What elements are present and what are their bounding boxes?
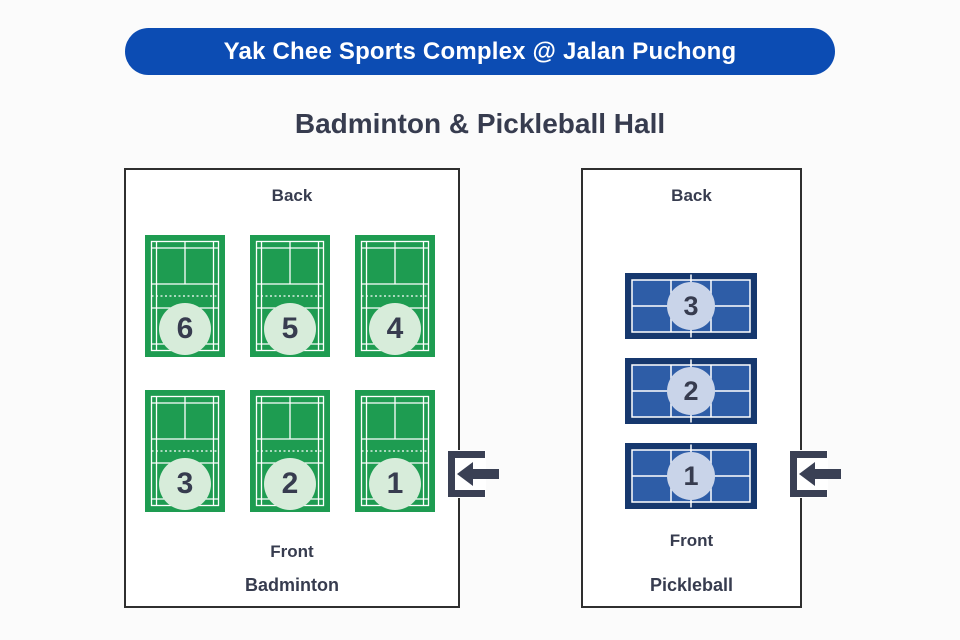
pickleball-hall-outline: Back 3 <box>581 168 802 608</box>
pickleball-courts-stack: 3 2 <box>625 273 757 509</box>
complex-title-banner: Yak Chee Sports Complex @ Jalan Puchong <box>125 28 835 75</box>
complex-title: Yak Chee Sports Complex @ Jalan Puchong <box>223 37 737 65</box>
pickleball-court-1: 1 <box>625 443 757 509</box>
court-number: 5 <box>281 312 299 345</box>
court-number: 2 <box>683 375 699 406</box>
page-title: Badminton & Pickleball Hall <box>294 108 666 139</box>
pickleball-court-3: 3 <box>625 273 757 339</box>
court-number: 4 <box>386 312 404 345</box>
court-number: 3 <box>176 467 194 500</box>
badminton-court-markings <box>355 235 435 357</box>
pickleball-back-label: Back <box>671 186 712 205</box>
badminton-front-label: Front <box>270 542 314 561</box>
badminton-court-2: 2 <box>250 390 330 512</box>
court-number-badge: 4 <box>369 303 421 355</box>
pickleball-hall-label: Pickleball <box>649 575 734 595</box>
badminton-court-4: 4 <box>355 235 435 357</box>
badminton-courts-grid: 6 5 <box>145 235 435 512</box>
court-number-badge: 3 <box>667 282 715 330</box>
badminton-back-label: Back <box>271 186 313 205</box>
court-number: 3 <box>683 290 699 321</box>
court-number-badge: 5 <box>264 303 316 355</box>
court-number-badge: 1 <box>369 458 421 510</box>
court-number-badge: 2 <box>667 367 715 415</box>
pickleball-court-2: 2 <box>625 358 757 424</box>
court-number: 1 <box>386 467 404 500</box>
pickleball-front-label: Front <box>669 531 714 550</box>
court-number-badge: 6 <box>159 303 211 355</box>
court-number-badge: 2 <box>264 458 316 510</box>
court-number-badge: 3 <box>159 458 211 510</box>
badminton-court-1: 1 <box>355 390 435 512</box>
badminton-court-3: 3 <box>145 390 225 512</box>
badminton-hall-outline: Back 6 <box>124 168 460 608</box>
badminton-court-5: 5 <box>250 235 330 357</box>
court-number: 6 <box>176 312 194 345</box>
court-number: 2 <box>281 467 299 500</box>
entrance-arrow-icon <box>788 450 841 498</box>
badminton-court-row: 6 5 <box>145 235 435 357</box>
badminton-hall-label: Badminton <box>245 575 339 595</box>
court-number-badge: 1 <box>667 452 715 500</box>
court-number: 1 <box>683 460 699 491</box>
entrance-arrow-icon <box>446 450 499 498</box>
badminton-court-6: 6 <box>145 235 225 357</box>
badminton-court-row: 3 2 <box>145 390 435 512</box>
